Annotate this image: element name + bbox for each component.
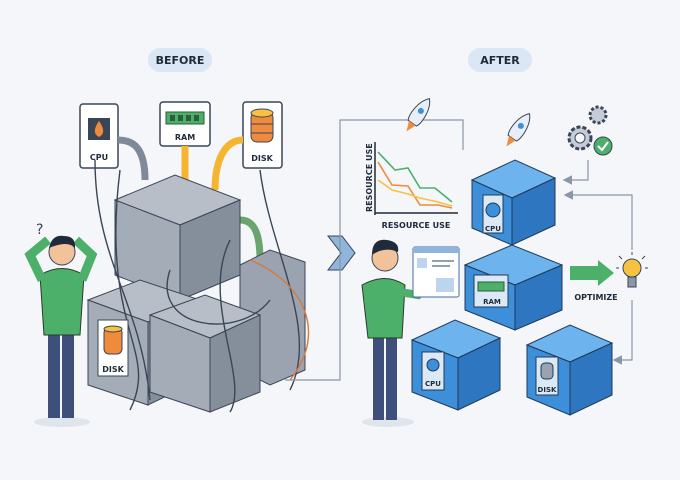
lightbulb-icon <box>616 252 648 288</box>
svg-text:CPU: CPU <box>425 380 441 388</box>
svg-text:CPU: CPU <box>90 153 108 162</box>
disk-card: DISK <box>242 101 283 169</box>
gears-icon <box>567 105 613 156</box>
disk-arrow <box>211 136 244 191</box>
svg-text:RAM: RAM <box>175 133 195 142</box>
svg-text:BEFORE: BEFORE <box>156 54 205 67</box>
svg-text:DISK: DISK <box>102 365 124 374</box>
svg-text:RAM: RAM <box>483 298 501 306</box>
flow-line <box>285 119 464 381</box>
svg-text:AFTER: AFTER <box>480 54 520 67</box>
cpu-container-small: CPU <box>410 319 502 411</box>
rocket-icon <box>506 113 531 147</box>
series-line-orange <box>377 161 453 209</box>
disk-icon <box>250 108 274 143</box>
disk-icon <box>103 325 123 355</box>
optimize-label: OPTIMIZE <box>574 293 617 302</box>
chart-y-label: RESOURCE USE <box>365 143 374 212</box>
disk-container: DISK <box>525 324 614 416</box>
cpu-card: CPU <box>79 103 119 169</box>
optimize-arrow-icon <box>570 260 614 286</box>
ram-card: RAM <box>159 101 211 147</box>
svg-text:DISK: DISK <box>251 154 273 163</box>
frustrated-person: ? <box>24 222 98 427</box>
checkmark-icon <box>593 136 613 156</box>
flow-arrow <box>239 216 264 261</box>
rocket-icon <box>406 98 431 132</box>
series-line-green <box>377 151 453 203</box>
svg-text:CPU: CPU <box>485 225 501 233</box>
before-label: BEFORE <box>148 48 212 72</box>
disk-icon <box>540 362 554 380</box>
presenting-person <box>361 239 432 427</box>
cpu-arrow <box>117 136 149 181</box>
svg-text:DISK: DISK <box>538 386 557 394</box>
confusion-icon: ? <box>36 222 43 238</box>
server-disk-panel: DISK <box>97 319 129 377</box>
legacy-server-stack <box>86 159 310 413</box>
cpu-icon <box>88 118 110 140</box>
series-line-yellow <box>377 179 453 207</box>
chart-x-label: RESOURCE USE <box>382 221 451 230</box>
transition-arrow-icon <box>326 235 356 271</box>
after-label: AFTER <box>468 48 532 72</box>
cpu-container: CPU <box>470 159 557 246</box>
ram-icon <box>477 281 505 292</box>
ram-container: RAM <box>463 244 564 331</box>
browser-panel-icon <box>412 246 460 298</box>
ram-icon <box>165 111 205 125</box>
cpu-fan-icon <box>426 358 440 372</box>
resource-use-chart: RESOURCE USE RESOURCE USE <box>365 142 458 230</box>
